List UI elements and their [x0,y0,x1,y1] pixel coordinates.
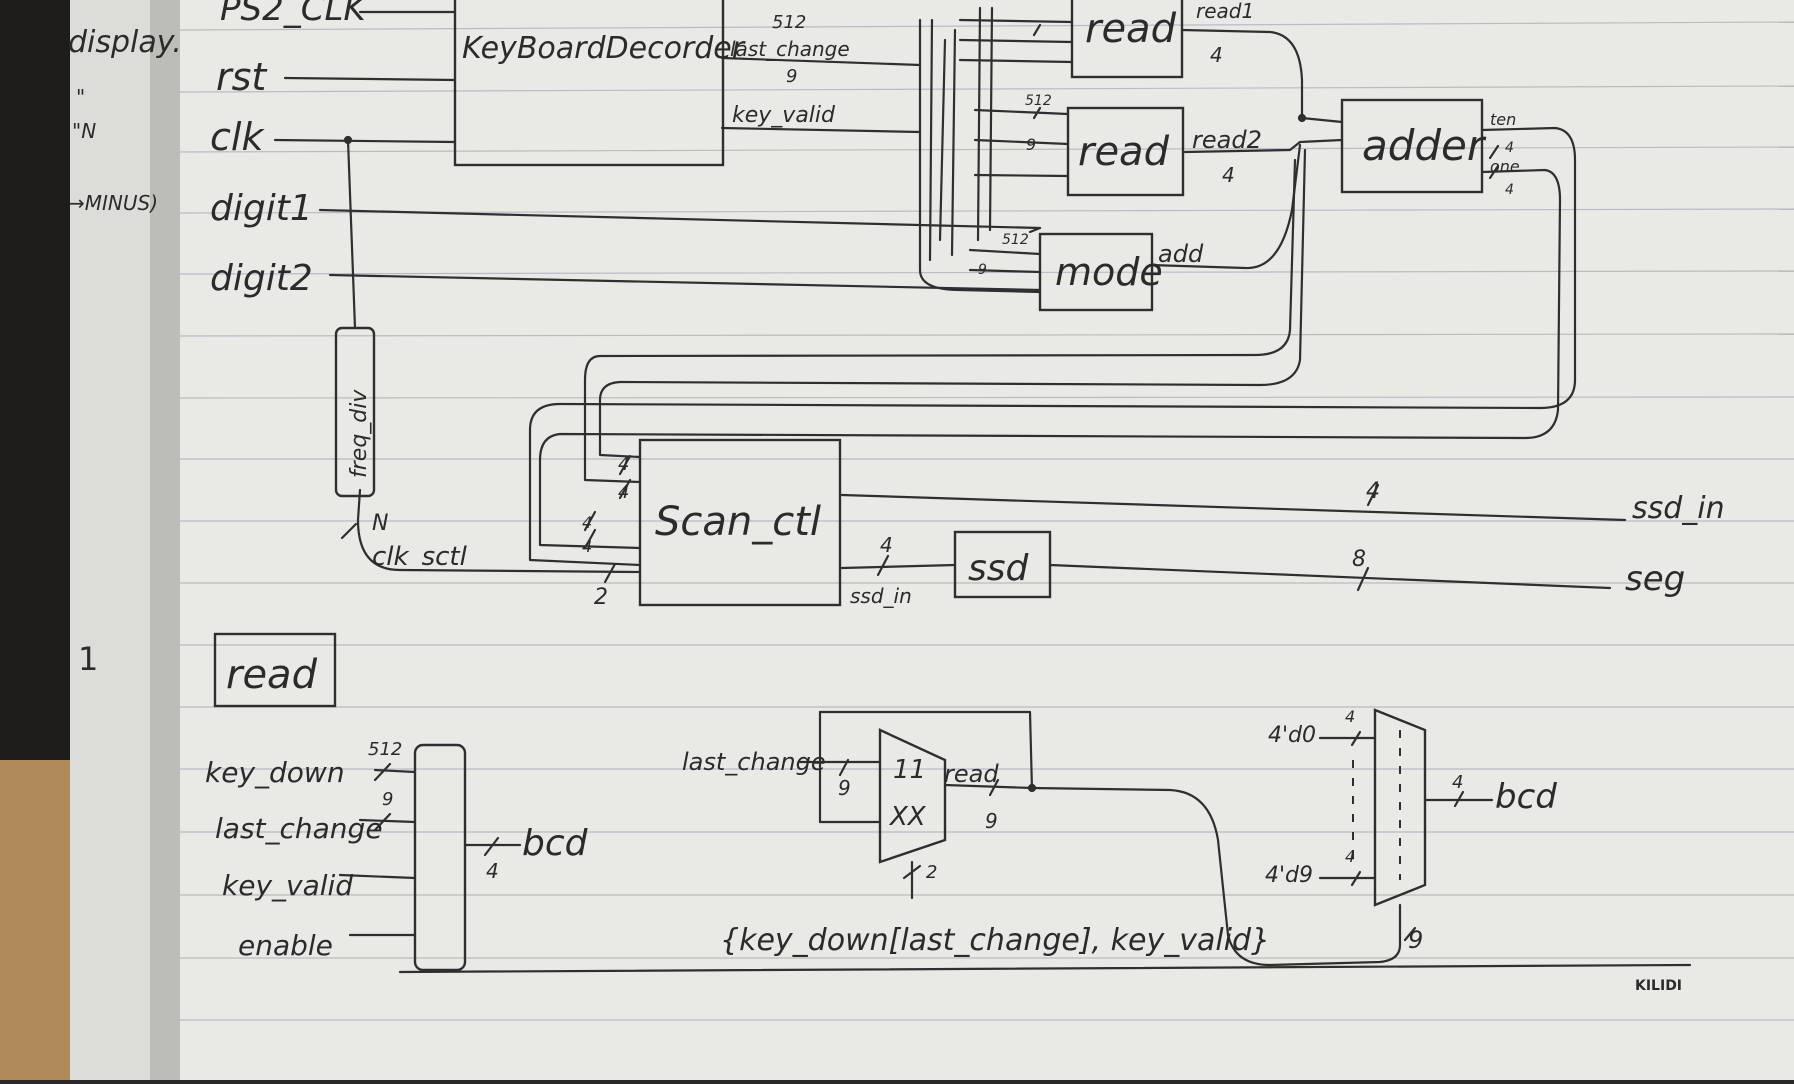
mid-mux [878,728,947,864]
read-w4: 4 [486,859,499,883]
right-w4-bot: 4 [1345,847,1355,866]
brand-mark: KILIDI [1635,978,1682,994]
mid-read: read [944,760,999,788]
wire-4-scan-d: 4 [582,537,592,556]
right-mux [1373,708,1427,907]
ruled-lines [179,21,1794,1021]
mux-dashes [1352,730,1401,880]
signal-rst: rst [216,55,268,99]
keyboard-decoder-label: KeyBoardDecorder [462,31,746,66]
keyboard-decoder-block [453,0,725,167]
page-gutter [150,0,180,1080]
adder-block [1340,98,1484,194]
right-in-4d0: 4'd0 [1268,723,1316,748]
mode-block [1038,232,1154,312]
read2-label: read [1078,129,1170,175]
freq-div-block [334,326,376,498]
wire-4-ten: 4 [1505,140,1514,156]
read-input-key-down: key_down [205,756,345,789]
wire-one: one [1490,157,1520,176]
wire-read2-out: read2 [1192,126,1262,154]
mid-last-change: last_change [682,748,826,776]
wire-512-read2: 512 [1025,93,1052,109]
read2-block [1066,106,1185,197]
read-detail-block [413,743,467,972]
mid-w9-b: 9 [985,809,998,833]
wire-ten: ten [1490,110,1516,129]
ssd-block [953,530,1052,599]
wire-2-scan: 2 [594,585,608,610]
wire-read1-out: read1 [1196,0,1254,23]
margin-note-quote: " [76,85,85,109]
wire-4-ssdin: 4 [1366,479,1380,504]
wire-4-read2: 4 [1222,163,1235,187]
read-w512: 512 [368,739,402,760]
signal-seg: seg [1625,559,1685,599]
wire-n: N [372,511,388,536]
read-title-box [213,632,337,708]
mid-mux-bot: XX [888,802,927,832]
mid-w9: 9 [838,776,851,800]
blocks [213,0,1484,972]
scan-ctl-label: Scan_ctl [655,499,821,545]
wire-9-top: 9 [786,66,797,87]
mid-w2: 2 [926,862,937,883]
scan-ctl-block [638,438,842,607]
wire-4-read1: 4 [1210,43,1223,67]
wire-512-mode: 512 [1002,232,1029,248]
margin-note-one: 1 [78,640,98,678]
wire-8-seg: 8 [1352,547,1366,572]
right-out-w4: 4 [1452,772,1463,793]
signal-clk: clk [210,115,265,159]
mid-concat: {key_down[last_change], key_valid} [720,923,1270,958]
right-sel-w9: 9 [1408,926,1423,954]
margin-note-display: display. [68,25,182,60]
read1-block [1070,0,1184,79]
read-input-enable: enable [238,929,333,962]
signal-ssd-in-out: ssd_in [1632,491,1725,526]
signal-digit2: digit2 [210,258,313,299]
freq-div-label: freq_div [347,389,372,478]
wire-4-scan-a: 4 [618,454,629,475]
right-w4-top: 4 [1345,707,1355,726]
wire-4-one: 4 [1505,182,1514,198]
read-w9: 9 [382,789,393,810]
right-in-4d9: 4'd9 [1265,863,1313,888]
right-out-bcd: bcd [1495,777,1557,817]
mid-mux-top: 11 [893,755,926,785]
wire-key-valid: key_valid [732,103,836,128]
read-detail-title: read [226,652,318,698]
signal-digit1: digit1 [210,188,313,229]
paper [180,0,1794,1080]
signal-ps2-clk: PS2_CLK [220,0,368,29]
margin-note-n: "N [72,119,96,143]
wire-4-scan-c: 4 [582,513,592,532]
wires [273,6,1692,974]
adder-label: adder [1362,121,1487,170]
wire-512-top: 512 [772,12,806,33]
read-input-key-valid: key_valid [222,869,353,902]
wire-ssd-in-label: ssd_in [850,584,912,608]
read-input-last-change: last_change [215,812,383,845]
margin-note-minus: →MINUS) [68,191,158,215]
wire-add: add [1158,240,1204,268]
wire-clk-sctl: clk_sctl [372,542,468,572]
wire-9-read2: 9 [1026,135,1036,154]
wire-4-scan-b: 4 [618,482,629,503]
ssd-label: ssd [968,548,1030,589]
read-out-bcd: bcd [522,823,589,864]
wire-9-mode: 9 [978,262,987,278]
wire-4-scan-ssd: 4 [880,533,893,557]
wire-last-change: last_change [730,37,850,61]
read1-label: read [1085,6,1177,52]
mode-label: mode [1055,250,1163,294]
